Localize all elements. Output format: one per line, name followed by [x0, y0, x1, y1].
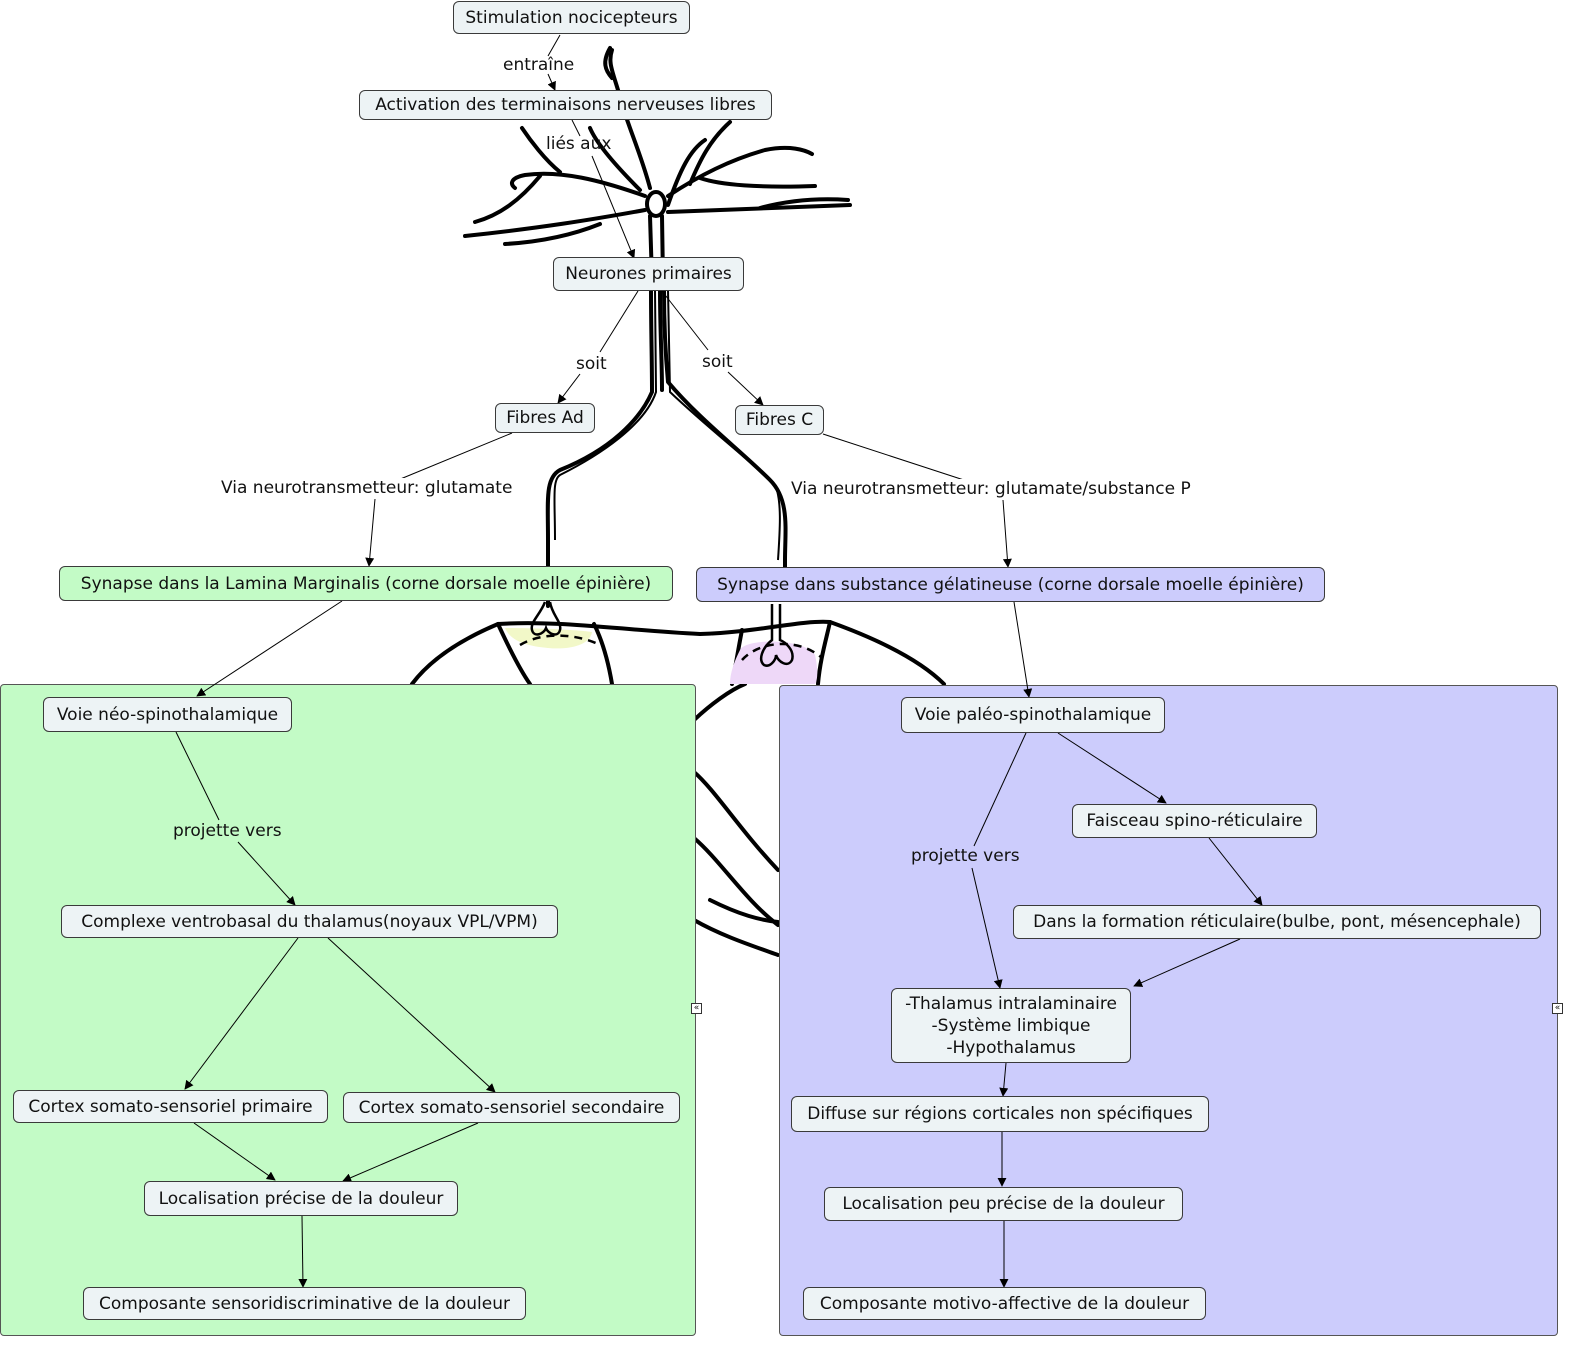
node-voie-paleo[interactable]: Voie paléo-spinothalamique — [901, 697, 1165, 733]
node-synapse-gelatineuse[interactable]: Synapse dans substance gélatineuse (corn… — [696, 567, 1325, 602]
node-formation-reticulaire[interactable]: Dans la formation réticulaire(bulbe, pon… — [1013, 905, 1541, 939]
link-label-soit-left: soit — [576, 354, 607, 374]
link-label-lies-aux: liés aux — [546, 134, 612, 154]
node-fibres-ad[interactable]: Fibres Ad — [495, 403, 595, 433]
node-fibres-c[interactable]: Fibres C — [735, 405, 824, 435]
node-voie-neo[interactable]: Voie néo-spinothalamique — [43, 697, 292, 732]
node-synapse-lamina[interactable]: Synapse dans la Lamina Marginalis (corne… — [59, 566, 673, 601]
paleo-panel-collapse-icon[interactable]: « — [1552, 1003, 1563, 1014]
link-label-entraine: entraîne — [503, 55, 575, 75]
node-composante-sensori[interactable]: Composante sensoridiscriminative de la d… — [83, 1287, 526, 1320]
node-localisation-precise[interactable]: Localisation précise de la douleur — [144, 1181, 458, 1216]
link-label-projette-neo: projette vers — [173, 821, 282, 841]
link-label-via-glutamate: Via neurotransmetteur: glutamate — [219, 478, 515, 498]
node-neurones-primaires[interactable]: Neurones primaires — [553, 257, 744, 291]
link-label-via-glutamate-p: Via neurotransmetteur: glutamate/substan… — [789, 479, 1193, 499]
node-cortex-secondaire[interactable]: Cortex somato-sensoriel secondaire — [343, 1092, 680, 1123]
node-activation-terminaisons[interactable]: Activation des terminaisons nerveuses li… — [359, 90, 772, 120]
node-cortex-primaire[interactable]: Cortex somato-sensoriel primaire — [13, 1090, 328, 1123]
node-localisation-peu-precise[interactable]: Localisation peu précise de la douleur — [824, 1187, 1183, 1221]
node-composante-motivo[interactable]: Composante motivo-affective de la douleu… — [803, 1287, 1206, 1320]
neo-panel-collapse-icon[interactable]: « — [691, 1003, 702, 1014]
node-thalamus-intralaminaire[interactable]: -Thalamus intralaminaire -Système limbiq… — [891, 988, 1131, 1063]
node-complexe-ventrobasal[interactable]: Complexe ventrobasal du thalamus(noyaux … — [61, 905, 558, 938]
node-stimulation-nocicepteurs[interactable]: Stimulation nocicepteurs — [453, 1, 690, 34]
node-faisceau-spino-reticulaire[interactable]: Faisceau spino-réticulaire — [1072, 804, 1317, 838]
link-label-soit-right: soit — [702, 352, 733, 372]
neo-spinothalamic-panel — [0, 684, 696, 1336]
node-diffuse-regions[interactable]: Diffuse sur régions corticales non spéci… — [791, 1096, 1209, 1132]
link-label-projette-paleo: projette vers — [911, 846, 1020, 866]
